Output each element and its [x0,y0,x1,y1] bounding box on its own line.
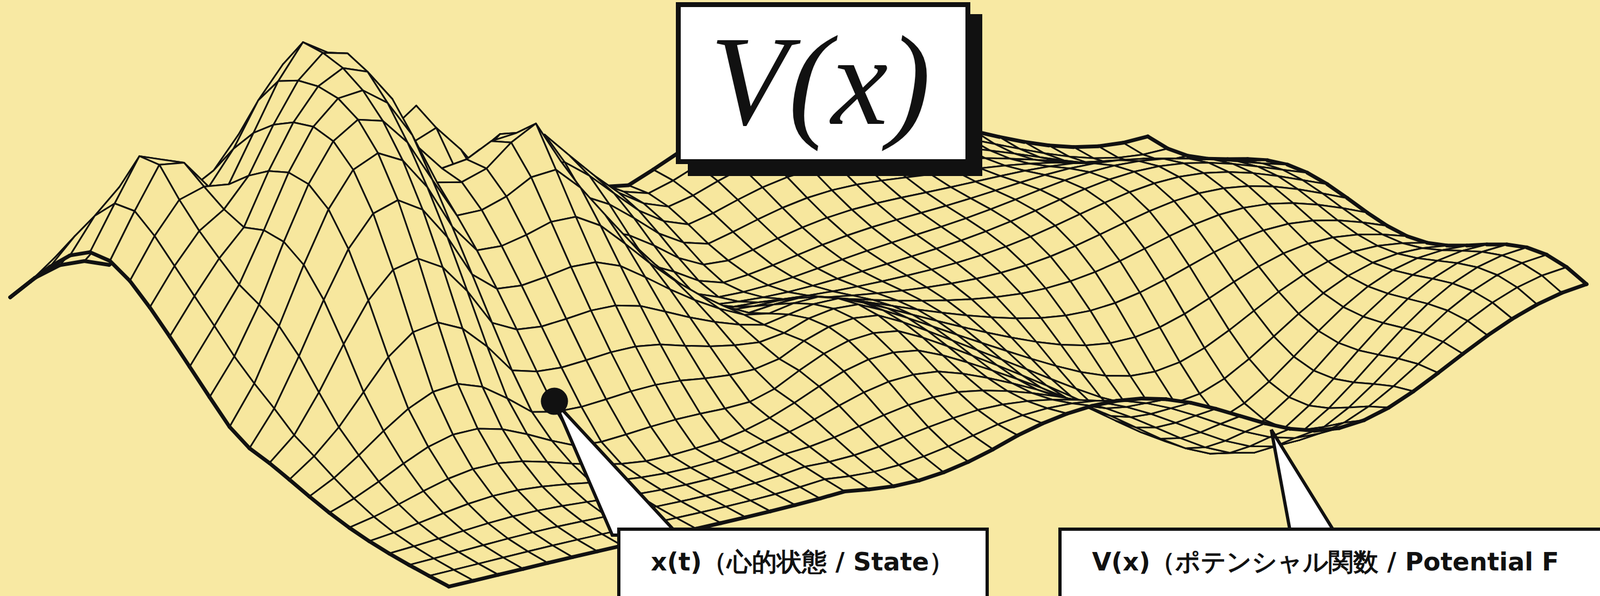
mesh-outline [70,252,91,256]
mesh-cell [1344,406,1389,423]
mesh-outline [943,461,969,473]
mesh-outline [1566,267,1587,285]
mesh-outline [29,266,50,282]
mesh-outline [869,486,895,490]
mesh-outline [1463,335,1489,354]
mesh-outline [129,280,150,308]
mesh-outline [209,397,230,428]
mesh-outline [1388,391,1414,408]
mesh-outline [1314,428,1340,431]
mesh-outline [1339,419,1365,428]
mesh-outline [1067,405,1093,414]
mesh-cell [1368,386,1414,408]
mesh-outline [844,489,870,492]
mesh-outline [1190,402,1216,409]
mesh-outline [1042,413,1068,424]
mesh-outline [1092,400,1118,406]
mesh-outline [1438,353,1464,373]
mesh-outline [1141,398,1167,400]
mesh-outline [993,435,1019,450]
mesh-outline [1017,423,1043,436]
mesh-outline [1167,148,1188,156]
mesh-outline [49,255,71,267]
mesh-outline [1240,416,1266,424]
mesh-outline [1265,423,1291,429]
mesh-outline [1526,247,1547,255]
mesh-outline [249,448,270,463]
mesh-outline [169,336,190,367]
mesh-outline [1487,318,1513,336]
mesh-cell [29,236,75,282]
mesh-outline [1512,304,1538,319]
mesh-outline [10,281,31,298]
mesh-outline [918,472,944,481]
mesh-face [1368,386,1414,408]
mesh-outline [1215,408,1241,416]
mesh-outline [1546,254,1567,268]
mesh-outline [819,491,845,499]
mesh-outline [1147,136,1169,149]
mesh-outline [1073,146,1099,147]
mesh-outline [1413,372,1439,392]
mesh-outline [1536,292,1562,305]
mesh-outline [1098,142,1124,147]
mesh-outline [1122,136,1148,143]
mesh-outline [109,260,130,281]
mesh-outline [628,169,654,186]
mesh-outline [1506,244,1527,248]
mesh-outline [968,449,994,462]
mesh-face [29,236,75,282]
mesh-outline [1561,284,1587,293]
mesh-outline [1289,428,1315,431]
mesh-outline [149,307,171,337]
mesh-outline [84,260,110,265]
mesh-outline [189,366,210,398]
mesh-outline [1364,407,1390,420]
mesh-outline [1116,398,1142,401]
mesh-outline [229,427,250,449]
mesh-outline [653,153,679,170]
mesh-outline [894,480,920,486]
mesh-outline [1407,236,1428,243]
mesh-outline [1165,399,1191,404]
mesh-outline [90,252,111,261]
mesh-face [1344,406,1389,423]
